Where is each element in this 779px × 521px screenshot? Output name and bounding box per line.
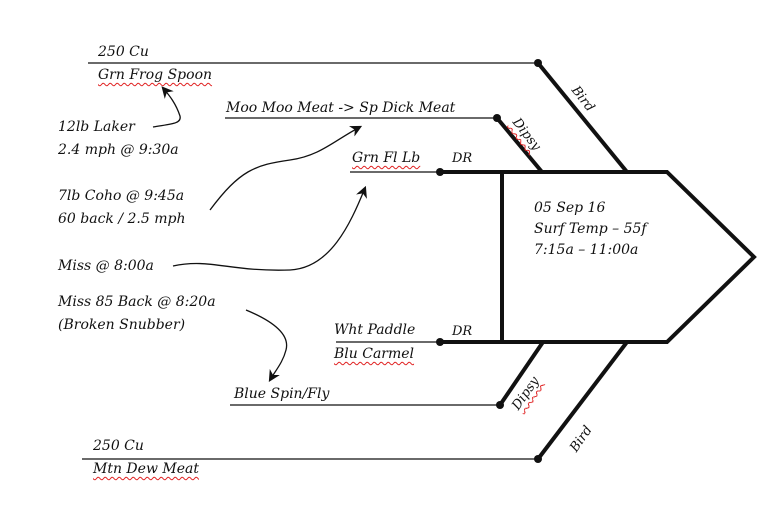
starboard-bird-clip-dot [534, 455, 542, 463]
trip-surface-temp: Surf Temp – 55f [534, 221, 647, 237]
starboard-dipsy-arm [500, 342, 543, 405]
port-bird-arm [538, 63, 627, 172]
note-miss-8am: Miss @ 8:00a [58, 258, 154, 274]
port-bird-line-bottom-label: Grn Frog Spoon [98, 67, 213, 83]
note-laker-line2: 2.4 mph @ 9:30a [58, 142, 179, 158]
boat-shape [440, 172, 754, 342]
arrow-miss-to-blue-spin-fly [246, 310, 287, 383]
starboard-dr-line-bottom-label: Blu Carmel [334, 346, 415, 362]
note-miss-820-line2: (Broken Snubber) [58, 317, 186, 333]
port-dr-line-label: Grn Fl Lb [352, 150, 421, 166]
port-bird-clip-dot [534, 59, 542, 67]
port-bird-line-top-label: 250 Cu [98, 44, 149, 60]
note-laker-line1: 12lb Laker [58, 119, 135, 135]
starboard-dipsy-clip-dot [496, 401, 504, 409]
trip-date: 05 Sep 16 [534, 200, 606, 216]
port-dipsy-arm [497, 118, 542, 172]
arrow-laker-to-frog-spoon [153, 86, 180, 127]
arrow-coho-to-moo-moo-meat [210, 125, 363, 210]
port-dipsy-clip-dot [493, 114, 501, 122]
starboard-bird-line-top-label: 250 Cu [93, 438, 144, 454]
port-dr-clip-dot [436, 168, 444, 176]
boat-hull [440, 172, 754, 342]
port-dr-label: DR [452, 151, 473, 166]
starboard-bird-arm [538, 342, 627, 459]
port-dipsy-line-label: Moo Moo Meat -> Sp Dick Meat [226, 100, 456, 116]
arrow-miss-to-grn-fl-lb [173, 185, 367, 270]
note-coho-line2: 60 back / 2.5 mph [58, 211, 186, 227]
starboard-bird-line-bottom-label: Mtn Dew Meat [93, 461, 199, 477]
starboard-dr-clip-dot [436, 338, 444, 346]
note-miss-820-line1: Miss 85 Back @ 8:20a [58, 294, 216, 310]
note-coho-line1: 7lb Coho @ 9:45a [58, 188, 185, 204]
trip-time-range: 7:15a – 11:00a [534, 242, 639, 258]
starboard-dr-label: DR [452, 324, 473, 339]
starboard-dipsy-line-label: Blue Spin/Fly [234, 386, 330, 402]
starboard-dr-line-top-label: Wht Paddle [334, 322, 416, 338]
